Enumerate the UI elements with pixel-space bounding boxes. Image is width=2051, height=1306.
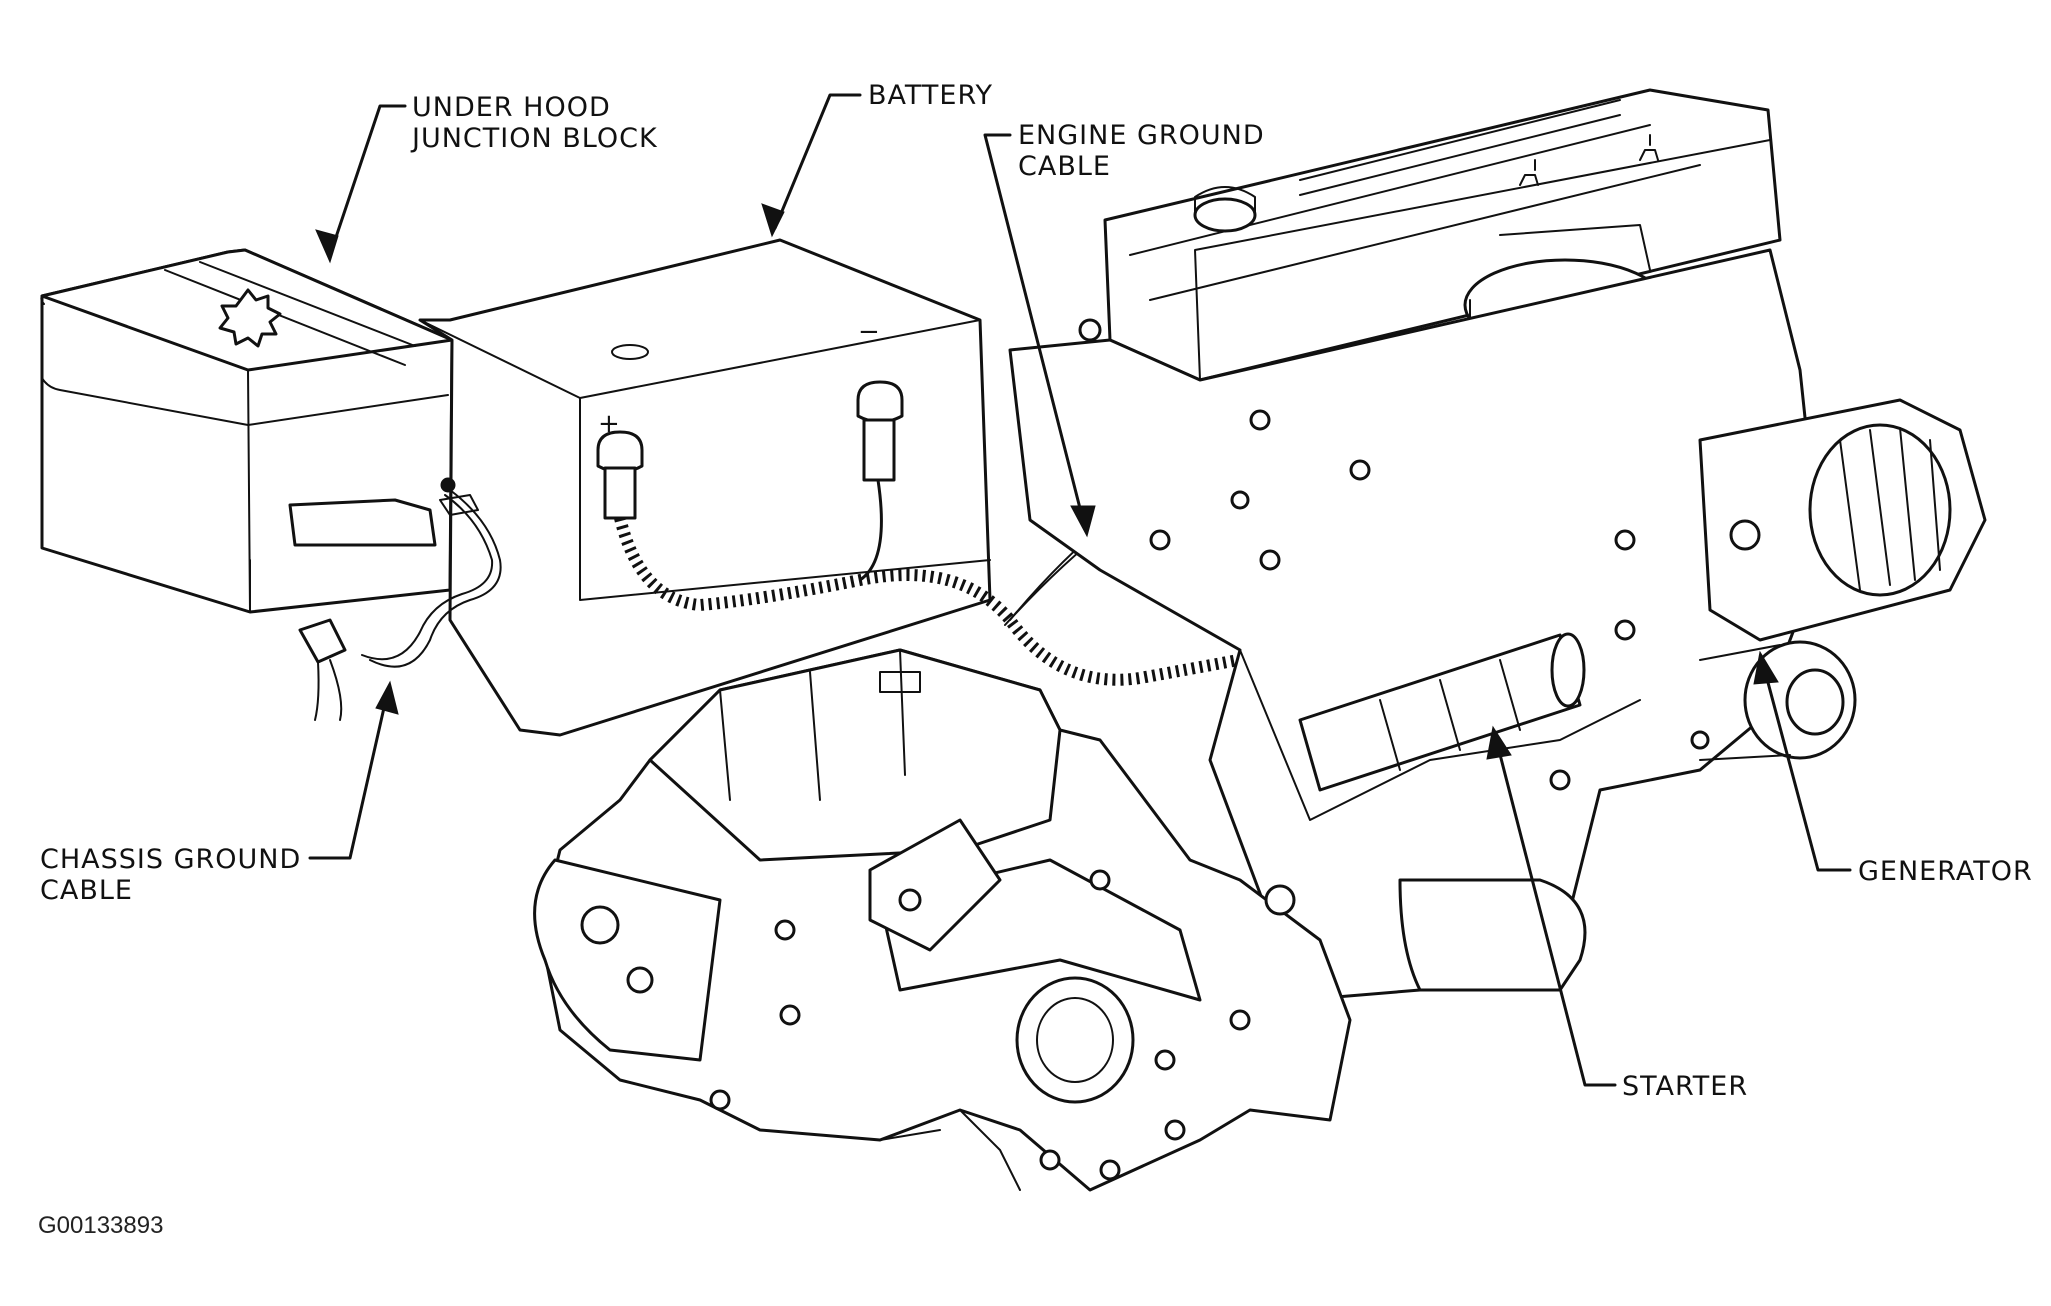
label-junction-block: UNDER HOOD JUNCTION BLOCK: [412, 92, 658, 154]
leader-battery: [773, 93, 862, 230]
junction-block-illustration: [40, 248, 454, 614]
leader-junction-block: [328, 104, 407, 257]
callout-leaders: [308, 93, 1852, 1087]
engine-illustration: [1008, 88, 1822, 1002]
leader-chassis-ground: [308, 688, 390, 860]
label-chassis-ground: CHASSIS GROUND CABLE: [40, 844, 301, 906]
arrowhead-icon: [375, 680, 399, 715]
battery-illustration: + −: [418, 238, 992, 737]
label-line: CHASSIS GROUND: [40, 844, 302, 875]
arrowhead-icon: [1753, 650, 1779, 685]
label-engine-ground: ENGINE GROUND CABLE: [1018, 120, 1265, 182]
positive-mark: +: [598, 409, 620, 439]
leader-engine-ground: [983, 133, 1087, 530]
arrowhead-icon: [1070, 505, 1096, 538]
label-generator: GENERATOR: [1858, 856, 2033, 887]
label-line: JUNCTION BLOCK: [412, 123, 658, 154]
arrowhead-icon: [761, 203, 785, 238]
transaxle-illustration: [533, 648, 1352, 1192]
leader-generator: [1760, 658, 1852, 872]
label-line: ENGINE GROUND: [1018, 120, 1265, 151]
arrowhead-icon: [1486, 725, 1512, 760]
label-starter: STARTER: [1622, 1071, 1749, 1102]
leader-starter: [1493, 733, 1617, 1087]
label-line: CABLE: [1018, 151, 1111, 182]
star-cap-icon: [218, 288, 282, 348]
generator-illustration: [1698, 398, 1987, 761]
negative-mark: −: [858, 317, 880, 347]
arrowhead-icon: [315, 229, 339, 264]
starter-illustration: [1298, 632, 1586, 792]
label-line: UNDER HOOD: [412, 92, 611, 123]
label-line: CABLE: [40, 875, 133, 906]
label-battery: BATTERY: [868, 80, 993, 111]
figure-id: G00133893: [38, 1212, 164, 1239]
